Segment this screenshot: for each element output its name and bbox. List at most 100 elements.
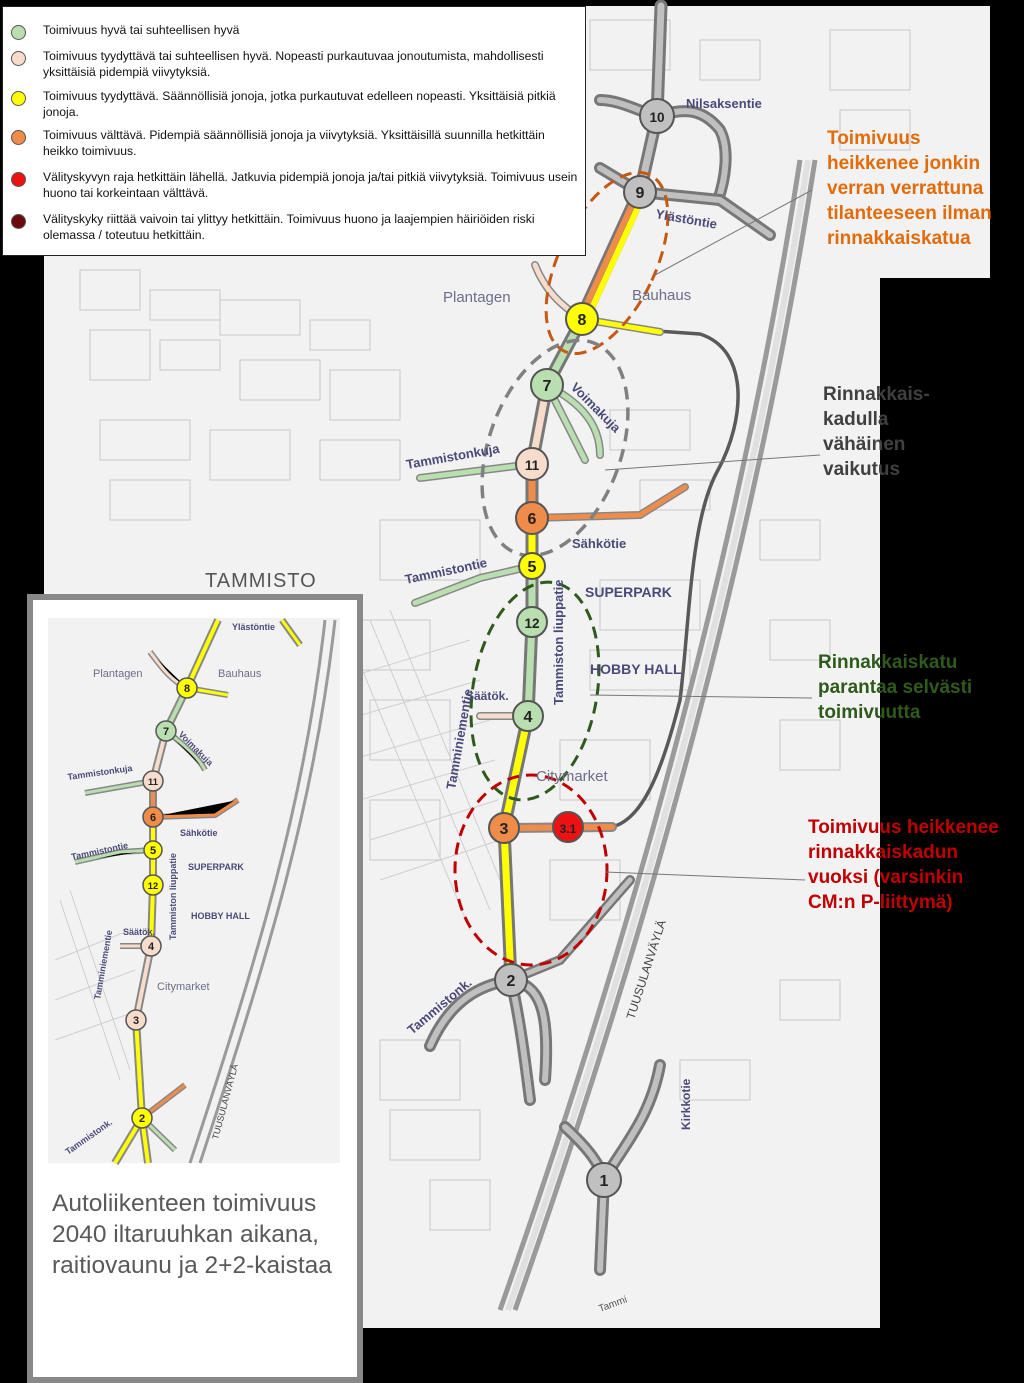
inset-label-saatok: Säätök. xyxy=(123,927,155,937)
legend-item: Toimivuus tyydyttävä. Säännöllisiä jonoj… xyxy=(11,89,583,120)
legend-text: Välityskyky riittää vaivoin tai ylittyy … xyxy=(43,212,535,242)
legend-swatch xyxy=(11,51,26,66)
legend-swatch xyxy=(11,130,26,145)
junction-label: 5 xyxy=(528,559,537,576)
junction-label: 4 xyxy=(148,941,155,953)
junction-label: 2 xyxy=(139,1113,145,1125)
note-orange: Toimivuus heikkenee jonkin verran verrat… xyxy=(827,128,992,249)
inset-map-background xyxy=(48,618,340,1163)
legend-swatch xyxy=(11,91,26,106)
legend-item: Välityskyky riittää vaivoin tai ylittyy … xyxy=(11,212,583,243)
junction-label: 7 xyxy=(163,726,169,738)
junction-node xyxy=(586,1162,622,1198)
junction-node xyxy=(131,1107,153,1129)
motorway-tuusulanvayla xyxy=(497,159,818,1311)
junction-label: 12 xyxy=(148,881,158,891)
junction-label: 4 xyxy=(524,709,533,726)
junction-label: 8 xyxy=(578,312,587,329)
label-nilsaksentie: Nilsaksentie xyxy=(686,96,762,111)
note-gray: Rinnakkais-kadulla vähäinen vaikutus xyxy=(823,384,930,480)
inset-caption: Autoliikenteen toimivuus 2040 iltaruuhka… xyxy=(52,1190,332,1279)
legend: Toimivuus hyvä tai suhteellisen hyvä Toi… xyxy=(2,6,586,256)
junction-node xyxy=(516,606,548,638)
legend-item: Toimivuus hyvä tai suhteellisen hyvä xyxy=(11,23,583,40)
map-background-right xyxy=(880,6,990,278)
junction-label: 1 xyxy=(600,1173,609,1190)
label-citymarket: Citymarket xyxy=(536,768,609,785)
junction-node xyxy=(639,98,675,134)
legend-text: Toimivuus tyydyttävä tai suhteellisen hy… xyxy=(43,49,544,79)
junction-node xyxy=(512,700,544,732)
legend-swatch xyxy=(11,214,26,229)
junction-label: 3 xyxy=(500,821,509,838)
junction-label: 9 xyxy=(636,185,645,202)
junction-label: 11 xyxy=(148,777,158,787)
junction-node xyxy=(494,963,528,997)
legend-item: Välityskyvyn raja hetkittäin lähellä. Ja… xyxy=(11,170,583,201)
inset-label-plantagen: Plantagen xyxy=(93,668,143,680)
junction-node xyxy=(530,368,564,402)
main-nodes: 10 9 8 7 11 6 5 12 4 3 3.1 2 1 xyxy=(488,98,675,1198)
legend-text: Välityskyvyn raja hetkittäin lähellä. Ja… xyxy=(43,170,578,200)
junction-label: 10 xyxy=(649,110,664,125)
legend-item: Toimivuus välttävä. Pidempiä säännöllisi… xyxy=(11,128,583,159)
label-tammiston-liuppatie: Tammiston liuppatie xyxy=(551,580,566,705)
junction-node xyxy=(515,501,549,535)
junction-node xyxy=(565,302,599,336)
junction-node xyxy=(488,812,520,844)
junction-label: 6 xyxy=(150,812,156,824)
inset-label-hobby-hall: HOBBY HALL xyxy=(191,911,250,921)
inset-label-sahkotie: Sähkötie xyxy=(180,828,218,838)
note-green: Rinnakkaiskatu parantaa selvästi toimivu… xyxy=(818,652,973,723)
inset-map xyxy=(54,617,337,1166)
junction-label: 2 xyxy=(507,973,516,990)
label-tammisto: TAMMISTO xyxy=(205,570,317,592)
junction-label: 6 xyxy=(528,511,537,528)
inset-nodes: 8 7 11 6 5 12 4 3 2 xyxy=(125,677,198,1129)
label-bauhaus: Bauhaus xyxy=(632,287,691,304)
junction-node xyxy=(142,874,164,896)
junction-label: 8 xyxy=(184,683,190,695)
residential-grid xyxy=(339,609,501,931)
inset-label-bauhaus: Bauhaus xyxy=(218,668,262,680)
inset-label-tammiston-liuppatie: Tammiston liuppatie xyxy=(168,853,178,940)
ellipse-red xyxy=(453,773,609,967)
note-red: Toimivuus heikkenee rinnakkaiskadun vuok… xyxy=(808,817,999,913)
map-background-right-mid xyxy=(870,278,880,1328)
parallel-street xyxy=(611,327,740,829)
junction-label: 11 xyxy=(525,458,540,473)
junction-node xyxy=(515,447,549,481)
label-saatok: Säätök. xyxy=(466,689,509,703)
junction-node xyxy=(140,935,162,957)
map-blocks xyxy=(79,19,911,1231)
inset-label-ylastontie: Ylästöntie xyxy=(232,622,275,632)
ellipse-green xyxy=(469,580,601,802)
legend-item: Toimivuus tyydyttävä tai suhteellisen hy… xyxy=(11,49,583,80)
legend-text: Toimivuus hyvä tai suhteellisen hyvä xyxy=(43,23,240,37)
label-superpark: SUPERPARK xyxy=(585,584,672,600)
junction-node xyxy=(143,840,163,860)
junction-node xyxy=(623,175,657,209)
junction-node xyxy=(155,720,177,742)
junction-node xyxy=(552,811,584,843)
label-kirkkotie: Kirkkotie xyxy=(679,1078,693,1130)
label-hobby-hall: HOBBY HALL xyxy=(590,661,682,677)
legend-text: Toimivuus välttävä. Pidempiä säännöllisi… xyxy=(43,128,545,158)
junction-node xyxy=(125,1009,147,1031)
inset-label-citymarket: Citymarket xyxy=(157,981,210,993)
junction-node xyxy=(142,770,164,792)
junction-label: 3 xyxy=(133,1015,139,1027)
junction-label: 3.1 xyxy=(560,822,577,836)
junction-node xyxy=(142,806,164,828)
junction-label: 5 xyxy=(150,845,156,857)
legend-text: Toimivuus tyydyttävä. Säännöllisiä jonoj… xyxy=(43,89,556,119)
label-sahkotie: Sähkötie xyxy=(572,536,626,551)
junction-label: 7 xyxy=(543,378,552,395)
leader-lines xyxy=(589,189,821,881)
label-plantagen: Plantagen xyxy=(443,289,511,306)
inset-label-superpark: SUPERPARK xyxy=(188,862,244,872)
junction-label: 12 xyxy=(524,616,540,631)
junction-node xyxy=(176,677,198,699)
legend-swatch xyxy=(11,172,26,187)
ellipse-gray xyxy=(480,338,630,558)
